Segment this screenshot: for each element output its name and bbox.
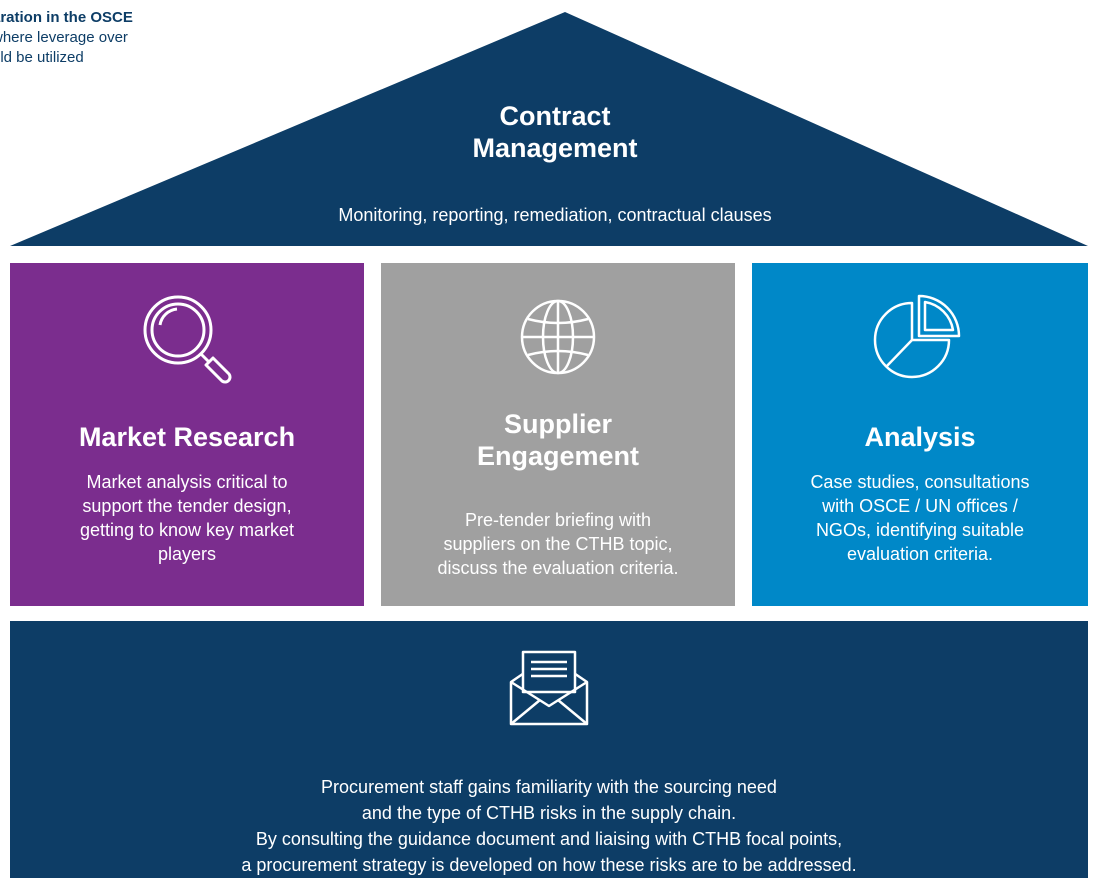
roof-title: Contract Management (400, 100, 710, 164)
pillar-desc-supplier-engagement: Pre-tender briefing with suppliers on th… (395, 508, 721, 580)
desc-line: players (157, 544, 217, 564)
desc-line: Pre-tender briefing with (464, 510, 652, 530)
desc-line: Case studies, consultations (810, 472, 1030, 492)
caption-title: aration in the OSCE (0, 9, 133, 26)
roof-subtitle: Monitoring, reporting, remediation, cont… (338, 205, 772, 225)
title-line: Engagement (476, 441, 640, 471)
cropped-caption: aration in the OSCE where leverage over … (0, 8, 232, 68)
foundation-line: Procurement staff gains familiarity with… (321, 777, 777, 797)
desc-line: getting to know key market (79, 520, 295, 540)
pie-chart-icon (873, 294, 961, 379)
caption-line-1: where leverage over (0, 29, 128, 46)
pillar-market-research: Market Research Market analysis critical… (10, 263, 364, 606)
foundation-line: and the type of CTHB risks in the supply… (361, 803, 737, 823)
desc-line: with OSCE / UN offices / (822, 496, 1018, 516)
pillar-title-analysis: Analysis (864, 422, 976, 452)
pillar-desc-market-research: Market analysis critical to support the … (24, 470, 350, 566)
pillar-title-market-research: Market Research (78, 422, 296, 452)
foundation-line: a procurement strategy is developed on h… (241, 855, 857, 875)
roof-title-line-2: Management (472, 133, 638, 163)
desc-line: NGOs, identifying suitable (815, 520, 1025, 540)
desc-line: support the tender design, (82, 496, 292, 516)
pillar-supplier-engagement: Supplier Engagement Pre-tender briefing … (381, 263, 735, 606)
title-line: Supplier (503, 409, 612, 439)
pillar-analysis: Analysis Case studies, consultations wit… (752, 263, 1088, 606)
pillar-title-supplier-engagement: Supplier Engagement (391, 408, 725, 472)
pillar-desc-analysis: Case studies, consultations with OSCE / … (766, 470, 1074, 566)
foundation-line: By consulting the guidance document and … (255, 829, 843, 849)
roof-title-line-1: Contract (499, 101, 611, 131)
foundation-block: Procurement staff gains familiarity with… (10, 621, 1088, 878)
desc-line: evaluation criteria. (846, 544, 994, 564)
caption-line-2: uld be utilized (0, 49, 84, 66)
open-envelope-icon (509, 650, 589, 726)
desc-line: discuss the evaluation criteria. (437, 558, 679, 578)
foundation-text: Procurement staff gains familiarity with… (10, 774, 1088, 878)
desc-line: suppliers on the CTHB topic, (443, 534, 673, 554)
magnifying-glass-icon (143, 295, 232, 384)
desc-line: Market analysis critical to (86, 472, 288, 492)
roof-triangle (10, 12, 1088, 246)
globe-icon (520, 299, 596, 375)
